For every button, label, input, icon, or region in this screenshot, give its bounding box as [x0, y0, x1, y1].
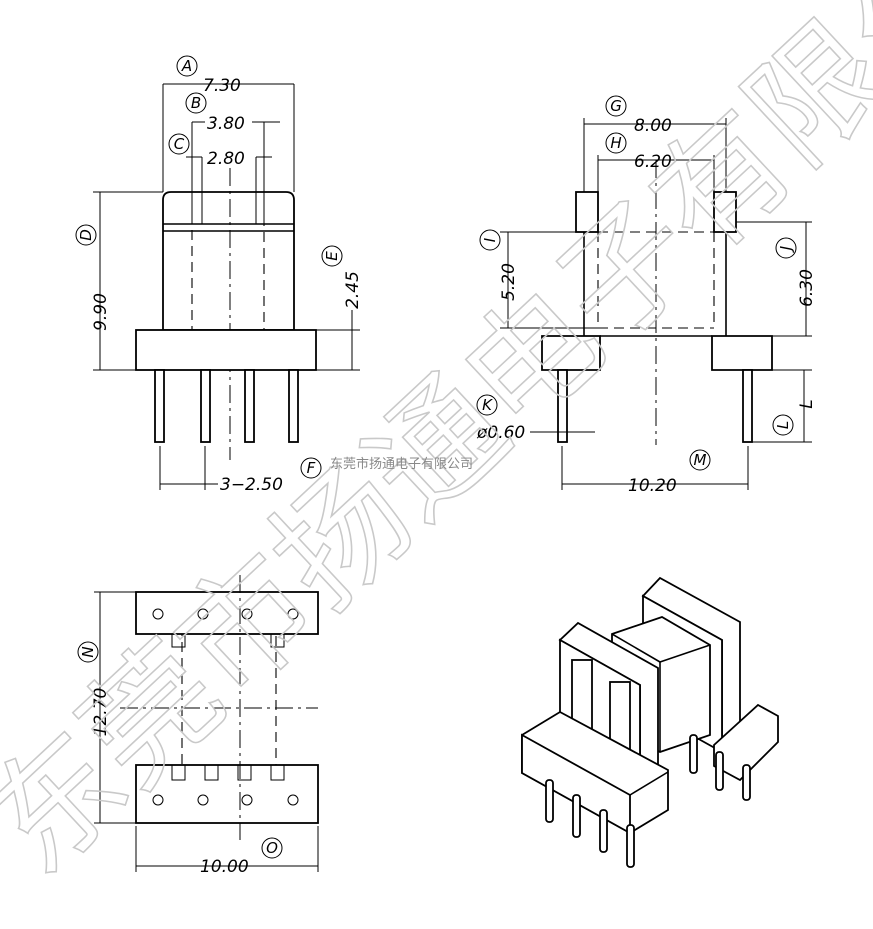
bottom-view: N 12.70 10.00 O: [77, 575, 319, 877]
pin-hole: [287, 608, 299, 620]
callout-N-letter: N: [79, 646, 97, 657]
callout-circle: [185, 92, 207, 114]
front-upper-flange: [162, 191, 295, 331]
dim-E-value: 2.45: [343, 271, 363, 309]
side-pin: [557, 369, 568, 443]
front-pin: [200, 369, 211, 443]
callout-F-letter: F: [307, 459, 316, 477]
side-left-foot: [541, 335, 601, 371]
front-pin: [154, 369, 165, 443]
callout-J-letter: J: [777, 246, 795, 253]
iso-pin: [742, 764, 751, 801]
callout-H-letter: H: [610, 134, 621, 152]
pin-hole: [152, 608, 164, 620]
watermark-small: 东莞市扬通电子有限公司: [330, 456, 473, 472]
pin-hole: [241, 794, 253, 806]
dim-J-value: 6.30: [797, 269, 817, 307]
callout-circle: [176, 55, 198, 77]
callout-B-letter: B: [191, 94, 201, 112]
callout-L-letter: L: [774, 421, 792, 429]
dim-K-value: ø0.60: [476, 423, 525, 443]
callout-E-letter: E: [323, 251, 341, 261]
callout-circle: [75, 224, 97, 246]
callout-circle: [168, 133, 190, 155]
front-view: A 7.30 B 3.80 C 2.80 D 9.90 E 2.45: [75, 55, 363, 495]
dim-N-value: 12.70: [91, 688, 111, 737]
isometric-view: [521, 576, 779, 868]
dim-M-value: 10.20: [628, 476, 677, 496]
callout-circle: [479, 229, 501, 251]
callout-circle: [476, 394, 498, 416]
callout-circle: [775, 237, 797, 259]
iso-pin: [545, 779, 554, 823]
pin-hole: [241, 608, 253, 620]
pin-hole: [197, 794, 209, 806]
dim-O-value: 10.00: [200, 857, 249, 877]
callout-I-letter: I: [481, 237, 499, 242]
front-pin: [244, 369, 255, 443]
callout-O-letter: O: [266, 839, 278, 857]
callout-circle: [605, 95, 627, 117]
bottom-lower-base: [135, 764, 319, 824]
side-right-foot: [711, 335, 773, 371]
pin-hole: [197, 608, 209, 620]
front-hidden-core: [191, 223, 265, 337]
front-base: [135, 329, 317, 371]
dim-I-value: 5.20: [499, 263, 519, 301]
pin-hole: [287, 794, 299, 806]
dim-H-value: 6.20: [634, 152, 672, 172]
callout-circle: [77, 641, 99, 663]
side-right-tab: [713, 191, 737, 233]
iso-pin: [715, 751, 724, 791]
iso-pin: [599, 809, 608, 853]
callout-circle: [321, 245, 343, 267]
iso-pin: [689, 734, 698, 774]
iso-back-base: [713, 703, 779, 782]
callout-C-letter: C: [174, 135, 185, 153]
bottom-hidden-core: [181, 633, 277, 766]
callout-D-letter: D: [77, 229, 95, 241]
front-pin: [288, 369, 299, 443]
pin-hole: [152, 794, 164, 806]
side-view: G 8.00 H 6.20 I 5.20 J 6.30 K ø0.60 L: [476, 95, 817, 496]
callout-G-letter: G: [610, 97, 622, 115]
iso-pin: [572, 794, 581, 838]
dim-D-value: 9.90: [91, 293, 111, 331]
side-left-tab: [575, 191, 599, 233]
callout-circle: [689, 449, 711, 471]
callout-A-letter: A: [181, 57, 192, 75]
dim-C-value: 2.80: [207, 149, 245, 169]
dim-G-value: 8.00: [634, 116, 672, 136]
dim-A-value: 7.30: [203, 76, 241, 96]
dim-F-value: 3−2.50: [220, 475, 283, 495]
callout-circle: [300, 457, 322, 479]
iso-pin: [626, 824, 635, 868]
callout-circle: [772, 414, 794, 436]
callout-circle: [605, 132, 627, 154]
callout-circle: [261, 837, 283, 859]
side-pin: [742, 369, 753, 443]
dim-B-value: 3.80: [207, 114, 245, 134]
callout-M-letter: M: [694, 451, 707, 469]
dim-L-value: L: [797, 399, 817, 408]
callout-K-letter: K: [482, 396, 493, 414]
